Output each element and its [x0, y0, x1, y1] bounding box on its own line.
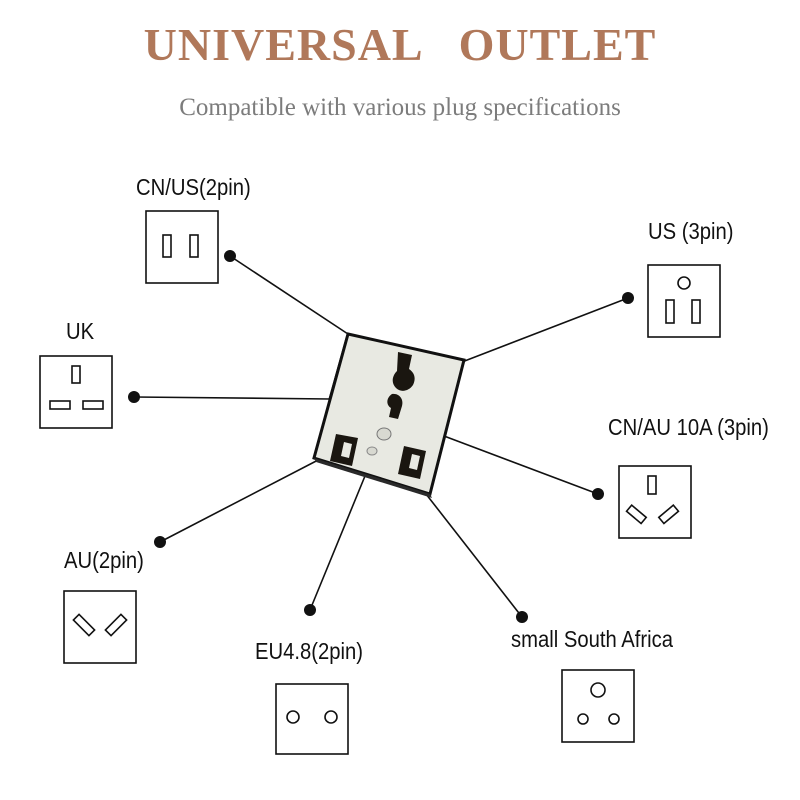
- outlet-bottom-edge: [314, 458, 432, 498]
- connector-us-3pin: [461, 297, 629, 363]
- label-eu-4-8: EU4.8(2pin): [255, 638, 364, 664]
- label-cn-us-2pin: CN/US(2pin): [136, 174, 251, 200]
- connector-dots: [128, 250, 634, 623]
- us-3pin-socket-icon: [647, 264, 721, 338]
- cn-au-10a-socket-icon: [618, 465, 692, 539]
- outlet-ground-hole: [376, 427, 392, 441]
- uk-socket-icon: [39, 355, 113, 429]
- au-2pin-socket-icon: [63, 590, 137, 664]
- dot-uk: [128, 391, 140, 403]
- outlet-left-slot: [330, 434, 358, 466]
- universal-outlet: [312, 332, 466, 498]
- outlet-right-slot: [398, 446, 426, 479]
- label-au-2pin: AU(2pin): [64, 547, 144, 573]
- dot-south-africa: [516, 611, 528, 623]
- connector-eu: [309, 475, 366, 611]
- dot-au-2pin: [154, 536, 166, 548]
- page-title: UNIVERSAL OUTLET: [143, 19, 657, 70]
- label-uk: UK: [66, 318, 95, 344]
- dot-us-3pin: [622, 292, 634, 304]
- label-cn-au-10a: CN/AU 10A (3pin): [608, 414, 769, 440]
- connector-uk: [133, 396, 331, 400]
- label-us-3pin: US (3pin): [648, 218, 734, 244]
- dot-cn-au: [592, 488, 604, 500]
- eu-4-8-socket-icon: [275, 683, 349, 755]
- outlet-middle-slot: [387, 393, 403, 419]
- page-subtitle: Compatible with various plug specificati…: [179, 94, 621, 121]
- south-africa-socket-icon: [561, 669, 635, 743]
- connector-cn-au: [443, 435, 599, 495]
- connector-au-2pin: [159, 457, 323, 543]
- connector-south-africa: [425, 493, 523, 618]
- connector-lines: [133, 255, 629, 618]
- label-south-africa: small South Africa: [511, 626, 674, 652]
- cn-us-2pin-socket-icon: [145, 210, 219, 284]
- connector-cn-us: [229, 255, 349, 335]
- outlet-face: [312, 332, 466, 496]
- outlet-small-hole: [366, 446, 378, 456]
- dot-cn-us: [224, 250, 236, 262]
- outlet-top-slot: [392, 352, 415, 391]
- dot-eu: [304, 604, 316, 616]
